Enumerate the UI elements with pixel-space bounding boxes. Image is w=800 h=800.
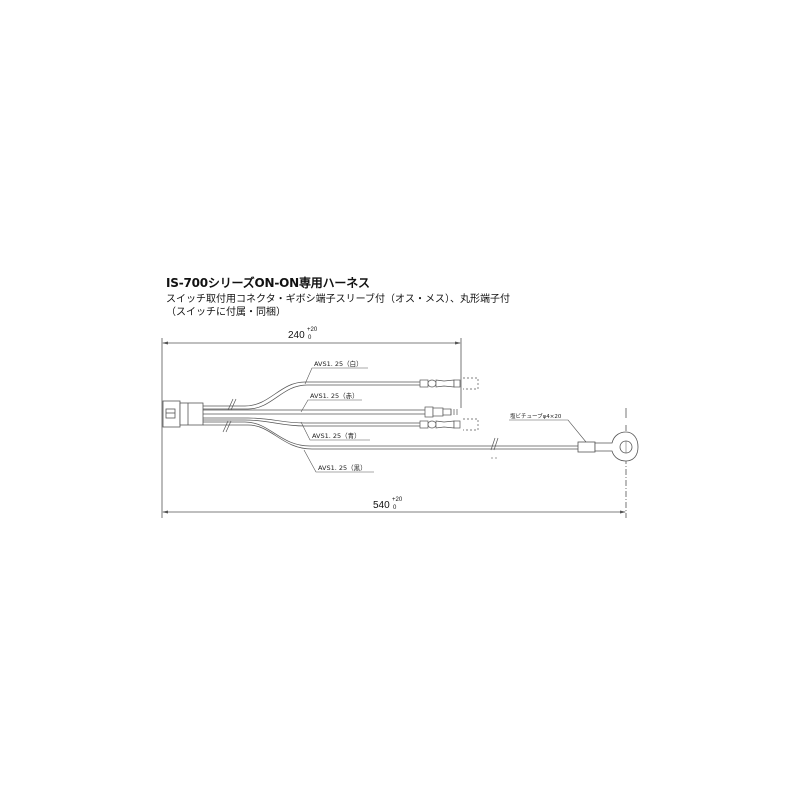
sleeve-outlines <box>463 377 479 431</box>
bottom-dimension-tol-minus: 0 <box>393 505 397 511</box>
bottom-dimension-tol-plus: +20 <box>392 497 403 503</box>
wire-blue-lower <box>203 419 420 427</box>
diagram-subtitle-line1: スイッチ取付用コネクタ・ギボシ端子スリーブ付（オス・メス）、丸形端子付 <box>166 294 510 305</box>
ring-terminal <box>577 431 639 462</box>
dimension-arrows <box>162 341 626 514</box>
terminal-blue <box>419 420 461 429</box>
top-dimension-tol-minus: 0 <box>308 335 312 341</box>
terminal-red <box>424 406 458 418</box>
switch-connector <box>162 400 204 428</box>
pvc-tube <box>577 441 596 453</box>
wires <box>203 381 578 450</box>
bottom-dimension: 540 +20 0 <box>373 497 403 511</box>
wire-blue-upper <box>203 417 420 424</box>
diagram-subtitle-line2: （スイッチに付属・同梱） <box>166 307 286 318</box>
break-dots <box>491 457 497 459</box>
bullet-terminals <box>419 379 461 429</box>
top-dimension: 240 +20 0 <box>288 327 318 341</box>
wire-label-red: AVS1. 25（赤） <box>310 392 359 400</box>
wire-black-upper <box>203 421 578 447</box>
top-dimension-value: 240 <box>288 330 305 341</box>
leader-lines <box>300 367 587 473</box>
wire-label-white: AVS1. 25（白） <box>314 359 363 368</box>
diagram-title: IS-700シリーズON-ON専用ハーネス <box>166 276 370 290</box>
pvc-tube-label: 塩ビチューブφ4×20 <box>510 412 562 420</box>
wire-black-lower <box>203 424 578 450</box>
top-dimension-tol-plus: +20 <box>307 327 318 333</box>
break-marks <box>222 398 499 451</box>
wire-label-black: AVS1. 25（黒） <box>318 464 367 472</box>
bottom-dimension-value: 540 <box>373 500 390 511</box>
title-block: IS-700シリーズON-ON専用ハーネス スイッチ取付用コネクタ・ギボシ端子ス… <box>166 276 510 319</box>
wire-label-blue: AVS1. 25（青） <box>312 431 361 440</box>
wire-white-lower <box>203 384 420 410</box>
wire-white-upper <box>203 381 420 407</box>
terminal-white <box>419 379 461 388</box>
